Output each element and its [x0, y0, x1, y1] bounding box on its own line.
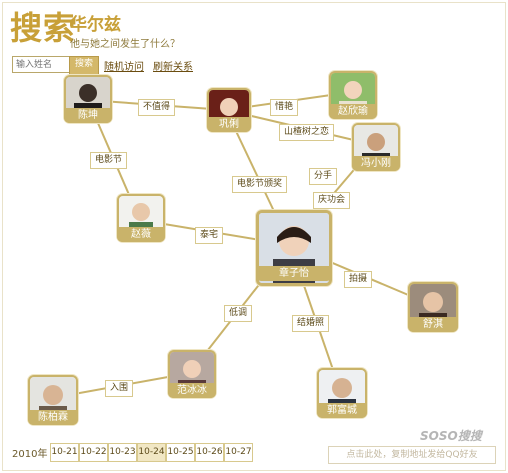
person-node-zhaoxinyu[interactable]: 赵欣瑜 [329, 71, 377, 119]
relation-label[interactable]: 不值得 [138, 99, 176, 116]
person-node-guofucheng[interactable]: 郭富城 [317, 368, 367, 418]
person-name: 赵欣瑜 [329, 104, 377, 119]
copy-link-button[interactable]: 点击此处，复制地址发给QQ好友 [328, 446, 496, 464]
person-name: 赵薇 [117, 227, 165, 242]
relation-label[interactable]: 山楂树之恋 [279, 124, 335, 141]
date-tab-10-26[interactable]: 10-26 [195, 443, 224, 462]
relation-label[interactable]: 惜艳 [270, 99, 299, 116]
person-name: 冯小刚 [352, 156, 400, 171]
date-tab-10-22[interactable]: 10-22 [79, 443, 108, 462]
person-name: 范冰冰 [168, 383, 216, 398]
waltz-title: 华尔兹 [70, 15, 121, 35]
relation-label[interactable]: 分手 [309, 168, 338, 185]
person-node-zhaowei[interactable]: 赵薇 [117, 194, 165, 242]
relation-label[interactable]: 泰宅 [195, 227, 224, 244]
relation-label[interactable]: 拍摄 [344, 271, 373, 288]
soso-search-logo: 搜索 [10, 9, 77, 47]
relation-label[interactable]: 电影节 [90, 152, 128, 169]
person-node-chenkun[interactable]: 陈坤 [64, 75, 112, 123]
relation-label[interactable]: 低调 [224, 305, 253, 322]
relation-label[interactable]: 庆功会 [313, 192, 351, 209]
relation-label[interactable]: 电影节颁奖 [232, 176, 288, 193]
refresh-relations-link[interactable]: 刷新关系 [153, 62, 193, 73]
person-name: 陈坤 [64, 108, 112, 123]
person-node-fanbingbing[interactable]: 范冰冰 [168, 350, 216, 398]
person-node-shuqi[interactable]: 舒淇 [408, 282, 458, 332]
person-name: 章子怡 [256, 266, 332, 281]
year-label: 2010年 [12, 449, 48, 460]
date-tab-10-23[interactable]: 10-23 [108, 443, 137, 462]
subtitle: 他与她之间发生了什么？ [70, 39, 180, 50]
person-node-gongli[interactable]: 巩俐 [207, 88, 251, 132]
date-tab-10-25[interactable]: 10-25 [166, 443, 195, 462]
person-name: 巩俐 [207, 117, 251, 132]
person-name: 舒淇 [408, 317, 458, 332]
date-tab-10-21[interactable]: 10-21 [50, 443, 79, 462]
person-node-fengxiaogang[interactable]: 冯小刚 [352, 123, 400, 171]
date-tab-10-27[interactable]: 10-27 [224, 443, 253, 462]
search-button[interactable]: 搜索 [69, 56, 99, 75]
person-node-chenbosen[interactable]: 陈柏霖 [28, 375, 78, 425]
relation-label[interactable]: 结婚照 [292, 315, 330, 332]
relation-label[interactable]: 入围 [105, 380, 134, 397]
soso-footer-logo: SOSO搜搜 [420, 429, 482, 443]
person-name: 陈柏霖 [28, 410, 78, 425]
person-name: 郭富城 [317, 403, 367, 418]
random-visit-link[interactable]: 随机访问 [104, 62, 144, 73]
date-tab-10-24[interactable]: 10-24 [137, 443, 166, 462]
person-node-zhangziyi[interactable]: 章子怡 [256, 210, 332, 286]
